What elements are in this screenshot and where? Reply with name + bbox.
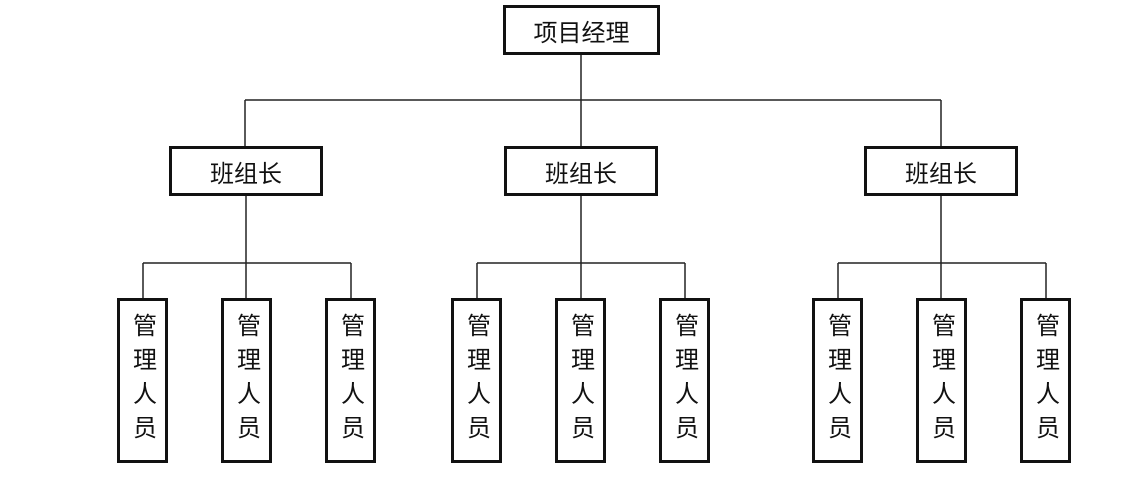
node-label: 管理人员 (232, 312, 261, 449)
node-label: 管理人员 (566, 312, 595, 449)
node-staff: 管理人员 (812, 298, 863, 463)
node-label: 班组长 (905, 159, 977, 188)
node-team-leader-1: 班组长 (169, 146, 323, 196)
node-label: 管理人员 (462, 312, 491, 449)
node-label: 项目经理 (533, 18, 630, 47)
node-staff: 管理人员 (1020, 298, 1071, 463)
node-staff: 管理人员 (325, 298, 376, 463)
node-staff: 管理人员 (221, 298, 272, 463)
node-project-manager: 项目经理 (503, 5, 660, 55)
node-label: 管理人员 (927, 312, 956, 449)
node-staff: 管理人员 (451, 298, 502, 463)
node-label: 管理人员 (336, 312, 365, 449)
node-label: 管理人员 (670, 312, 699, 449)
node-staff: 管理人员 (659, 298, 710, 463)
node-staff: 管理人员 (555, 298, 606, 463)
node-team-leader-2: 班组长 (504, 146, 658, 196)
node-label: 管理人员 (128, 312, 157, 449)
node-label: 管理人员 (1031, 312, 1060, 449)
node-staff: 管理人员 (916, 298, 967, 463)
node-team-leader-3: 班组长 (864, 146, 1018, 196)
node-label: 管理人员 (823, 312, 852, 449)
node-staff: 管理人员 (117, 298, 168, 463)
node-label: 班组长 (210, 159, 282, 188)
node-label: 班组长 (545, 159, 617, 188)
